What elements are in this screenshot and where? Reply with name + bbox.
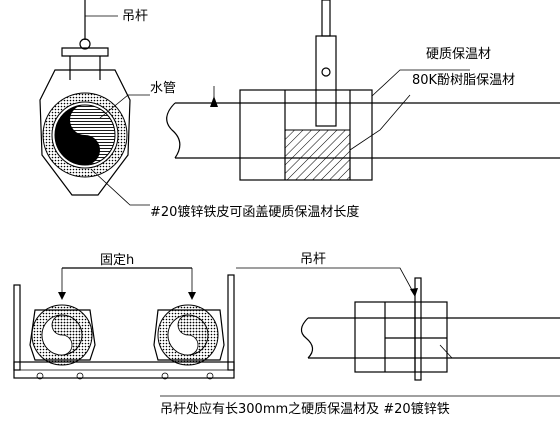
- insulation-block-2: [354, 301, 448, 373]
- label-water-pipe: 水管: [150, 81, 176, 96]
- water-pipe-leader: [99, 94, 129, 119]
- fixed-arrow-left: [58, 292, 66, 300]
- label-galvanized-sheet: #20镀锌铁皮可函盖硬质保温材长度: [150, 204, 359, 220]
- double-pipe-support: [13, 267, 235, 380]
- galvanized-leader: [91, 169, 150, 206]
- pipe-yinyang: [55, 105, 100, 165]
- block2-arrow: [439, 344, 453, 359]
- rigid-insulation-leader: [371, 69, 470, 97]
- label-hanger-rod-bottom: 吊杆: [300, 252, 326, 267]
- clamp-outer: [39, 69, 131, 196]
- channel-bolt-3: [161, 372, 169, 380]
- label-hanger-rod-top: 吊杆: [122, 9, 148, 24]
- label-bottom-note: 吊杆处应有长300mm之硬质保温材及 #20镀锌铁: [160, 401, 450, 417]
- arrow-marker-left: [210, 96, 218, 107]
- hanger-rod-arrow: [410, 288, 418, 297]
- right-yinyang: [167, 314, 199, 356]
- upper-rod: [321, 0, 331, 37]
- label-rigid-insulation: 硬质保温材: [426, 47, 491, 62]
- channel-bolt-4: [206, 372, 214, 380]
- left-clamp: [29, 309, 96, 361]
- channel-bolt-1: [36, 372, 44, 380]
- hanger-rod-leader-bottom: [236, 267, 413, 291]
- label-fixed: 固定h: [100, 253, 134, 268]
- clamp-bolt: [79, 38, 91, 50]
- channel-bolt-2: [76, 372, 84, 380]
- clamp-sides: [69, 56, 101, 80]
- pipe-break-left: [166, 102, 181, 159]
- k80-leader: [349, 94, 411, 151]
- rod-sleeve: [315, 35, 337, 127]
- left-yinyang: [41, 314, 73, 356]
- hard-insulation-hatch: [284, 129, 351, 181]
- support-rod-left: [13, 284, 21, 371]
- pipe2-break-left: [300, 317, 314, 359]
- support-rod-right: [227, 274, 235, 371]
- pipe-elevation-bottom: [236, 267, 560, 381]
- label-80k-insulation: 80K酚树脂保温材: [412, 73, 515, 88]
- right-clamp: [153, 309, 225, 361]
- fixed-arrow-right: [188, 292, 196, 300]
- hanger-clamp-section-top: [39, 0, 150, 206]
- sleeve-bolt: [321, 67, 331, 77]
- pipe-elevation-top: [166, 0, 560, 181]
- clamp-top-bar: [61, 47, 109, 57]
